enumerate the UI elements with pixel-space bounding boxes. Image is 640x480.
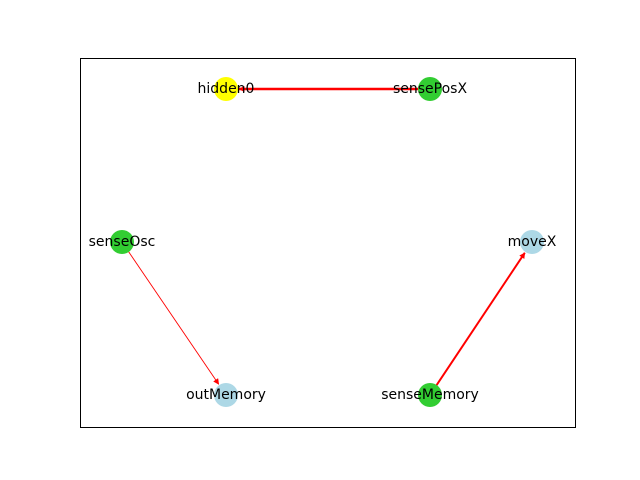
edge-senseMemory-to-moveX	[429, 252, 526, 396]
node-senseOsc	[110, 230, 134, 254]
node-outMemory	[214, 383, 238, 407]
node-label-senseOsc: senseOsc	[89, 234, 156, 250]
nodes-layer	[110, 77, 544, 407]
node-label-hidden0: hidden0	[198, 81, 255, 97]
node-hidden0	[214, 77, 238, 101]
edges-layer	[121, 86, 526, 396]
node-moveX	[520, 230, 544, 254]
node-label-outMemory: outMemory	[186, 387, 266, 403]
node-sensePosX	[418, 77, 442, 101]
labels-layer: hidden0 sensePosX senseOsc moveX outMemory se…	[89, 81, 557, 403]
node-label-sensePosX: sensePosX	[393, 81, 467, 97]
edge-senseOsc-to-outMemory	[121, 241, 220, 385]
plot-frame	[80, 58, 576, 428]
node-senseMemory	[418, 383, 442, 407]
node-label-senseMemory: senseMemory	[381, 387, 479, 403]
node-label-moveX: moveX	[508, 234, 557, 250]
